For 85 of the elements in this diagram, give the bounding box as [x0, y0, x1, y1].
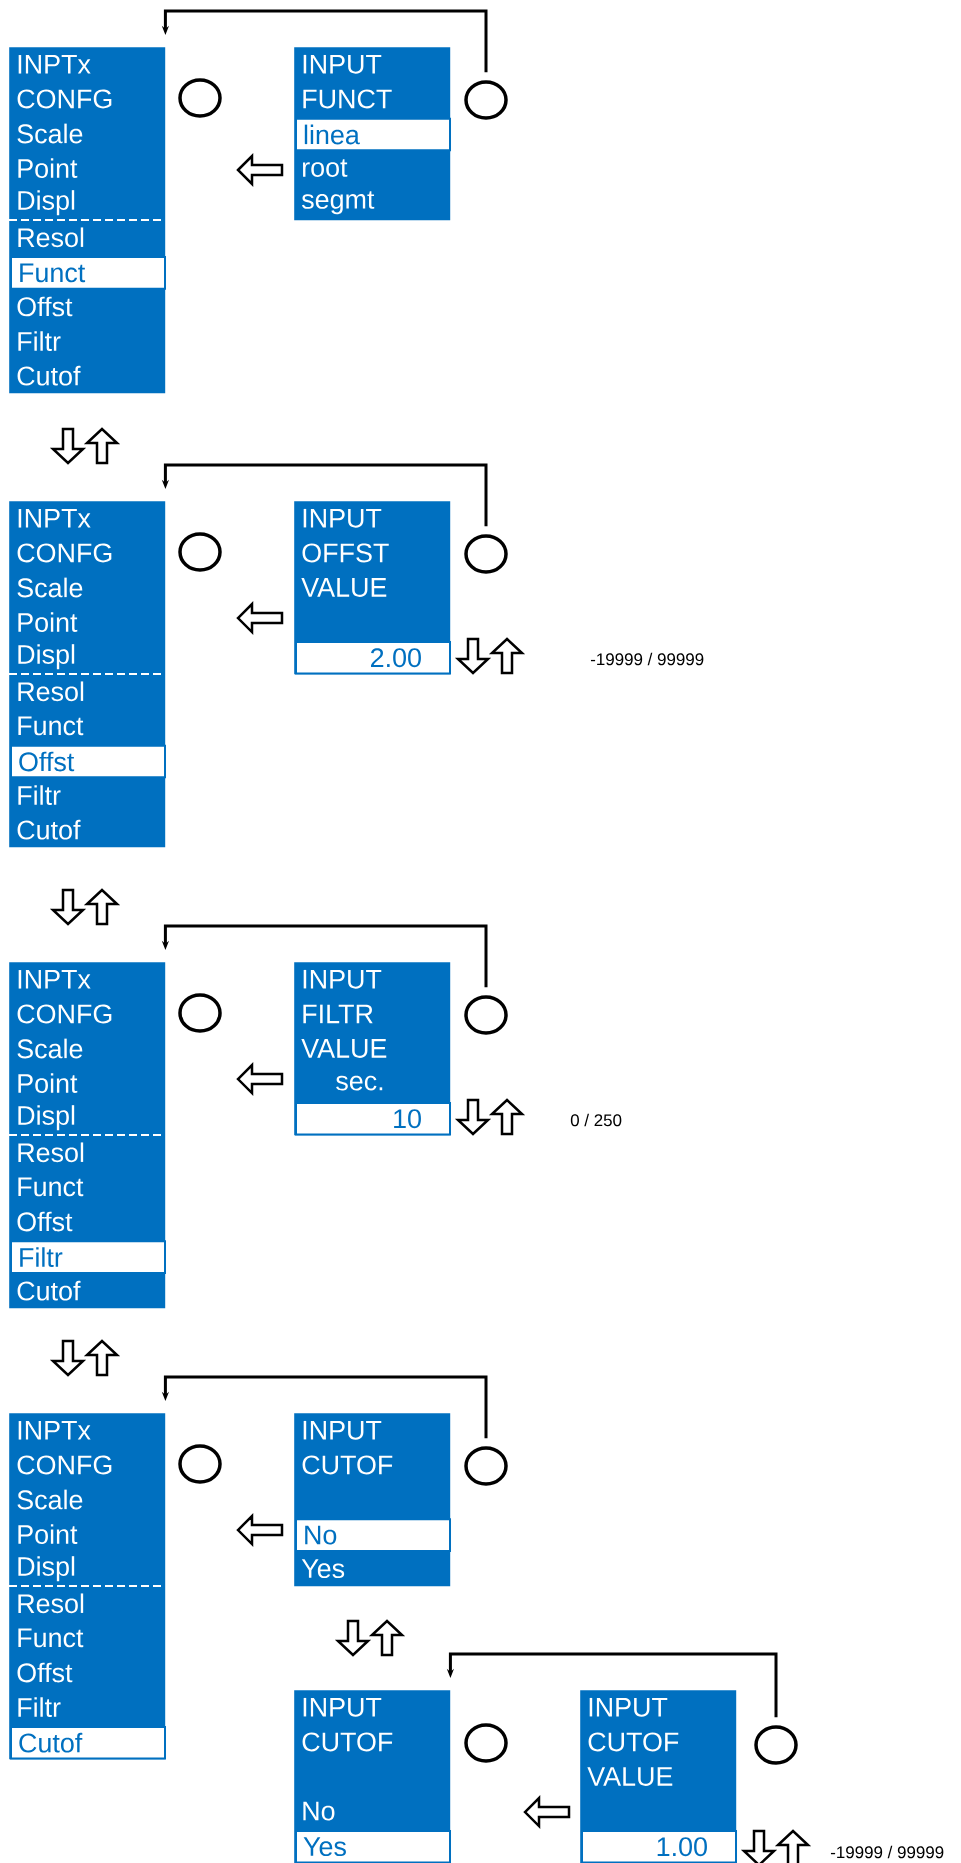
display-text: CUTOF	[302, 1732, 393, 1752]
menu-item: Scale	[17, 1489, 83, 1510]
selected-menu-item: Offst	[10, 744, 166, 779]
node-label: Yes	[303, 1837, 346, 1857]
selected-menu-item: Cutof	[10, 1725, 166, 1760]
menu-item: Funct	[18, 716, 84, 736]
menu-item: Scale	[17, 1038, 83, 1059]
menu-item: Point	[18, 158, 78, 178]
key-circle	[464, 1723, 508, 1763]
menu-item: CONFG	[17, 543, 112, 563]
key-circle	[178, 532, 222, 572]
menu-item: Cutof	[17, 819, 81, 840]
menu-item: INPTx	[18, 970, 91, 989]
range-label: -19999 / 99999	[590, 652, 704, 666]
menu-item: Displ	[18, 190, 75, 216]
display-text: INPUT	[303, 1420, 382, 1440]
menu-item: Offst	[17, 296, 73, 317]
menu-item: Offst	[17, 1662, 73, 1683]
menu-item: Scale	[17, 577, 83, 598]
display-text: CUTOF	[302, 1455, 393, 1475]
menu-item: Filtr	[18, 1697, 61, 1717]
menu-item: Displ	[18, 1105, 75, 1131]
display-text: INPUT	[589, 1697, 668, 1717]
key-circle	[754, 1725, 798, 1765]
selected-menu-item: Funct	[10, 256, 166, 290]
range-label: 0 / 250	[570, 1113, 622, 1127]
display-text: No	[303, 1801, 335, 1821]
menu-item: INPTx	[18, 1421, 91, 1440]
menu-item: CONFG	[17, 1455, 112, 1475]
display-text: segmt	[301, 191, 375, 215]
menu-panel	[8, 47, 166, 394]
key-circle	[464, 80, 508, 120]
display-text: FUNCT	[303, 89, 392, 109]
display-text: VALUE	[587, 1767, 673, 1786]
value-field: 1.00	[581, 1829, 737, 1863]
menu-item: Cutof	[17, 1280, 81, 1301]
selected-menu-item: Filtr	[10, 1240, 166, 1274]
display-text: VALUE	[301, 578, 387, 597]
menu-item: Resol	[18, 1142, 84, 1163]
display-text: INPUT	[303, 508, 382, 528]
display-text: VALUE	[301, 1039, 387, 1058]
menu-item: Displ	[18, 644, 75, 670]
menu-item: Point	[18, 1524, 78, 1544]
display-text: CUTOF	[588, 1732, 679, 1752]
key-circle	[178, 78, 222, 118]
value-field: 10	[295, 1101, 451, 1136]
key-circle	[178, 1444, 222, 1484]
range-label: -19999 / 99999	[830, 1845, 944, 1859]
value-field: 2.00	[295, 640, 451, 675]
selected-option: No	[295, 1518, 451, 1552]
menu-item: Resol	[18, 227, 84, 248]
menu-item: Scale	[17, 123, 83, 144]
menu-panel	[8, 1413, 166, 1760]
display-text: root	[303, 159, 348, 177]
menu-item: Point	[18, 1073, 78, 1093]
display-text: FILTR	[303, 1004, 373, 1024]
menu-item: Resol	[18, 681, 84, 702]
menu-item: CONFG	[17, 1004, 112, 1024]
menu-item: INPTx	[18, 55, 91, 74]
key-circle	[178, 993, 222, 1033]
key-circle	[464, 995, 508, 1035]
display-text: INPUT	[303, 969, 382, 989]
menu-panel	[8, 501, 166, 848]
menu-item: Resol	[18, 1593, 84, 1614]
key-circle	[464, 1446, 508, 1486]
display-text: Yes	[301, 1559, 345, 1579]
selected-option: linea	[295, 117, 451, 152]
display-text: sec.	[336, 1075, 383, 1091]
node-label: 1.00	[657, 1837, 707, 1857]
display-text: INPUT	[303, 1697, 382, 1717]
menu-item: CONFG	[17, 89, 112, 109]
menu-item: Funct	[18, 1177, 84, 1197]
display-text: OFFST	[302, 543, 389, 563]
selected-option: Yes	[295, 1829, 451, 1863]
menu-item: Cutof	[17, 365, 81, 386]
key-circle	[464, 534, 508, 574]
menu-item: Displ	[18, 1556, 75, 1582]
menu-item: Filtr	[18, 785, 61, 805]
menu-panel	[8, 962, 166, 1309]
display-text: INPUT	[303, 54, 382, 74]
menu-item: Funct	[18, 1628, 84, 1648]
menu-item: Filtr	[18, 331, 61, 351]
menu-item: Point	[18, 612, 78, 632]
menu-item: INPTx	[18, 509, 91, 528]
menu-item: Offst	[17, 1211, 73, 1232]
